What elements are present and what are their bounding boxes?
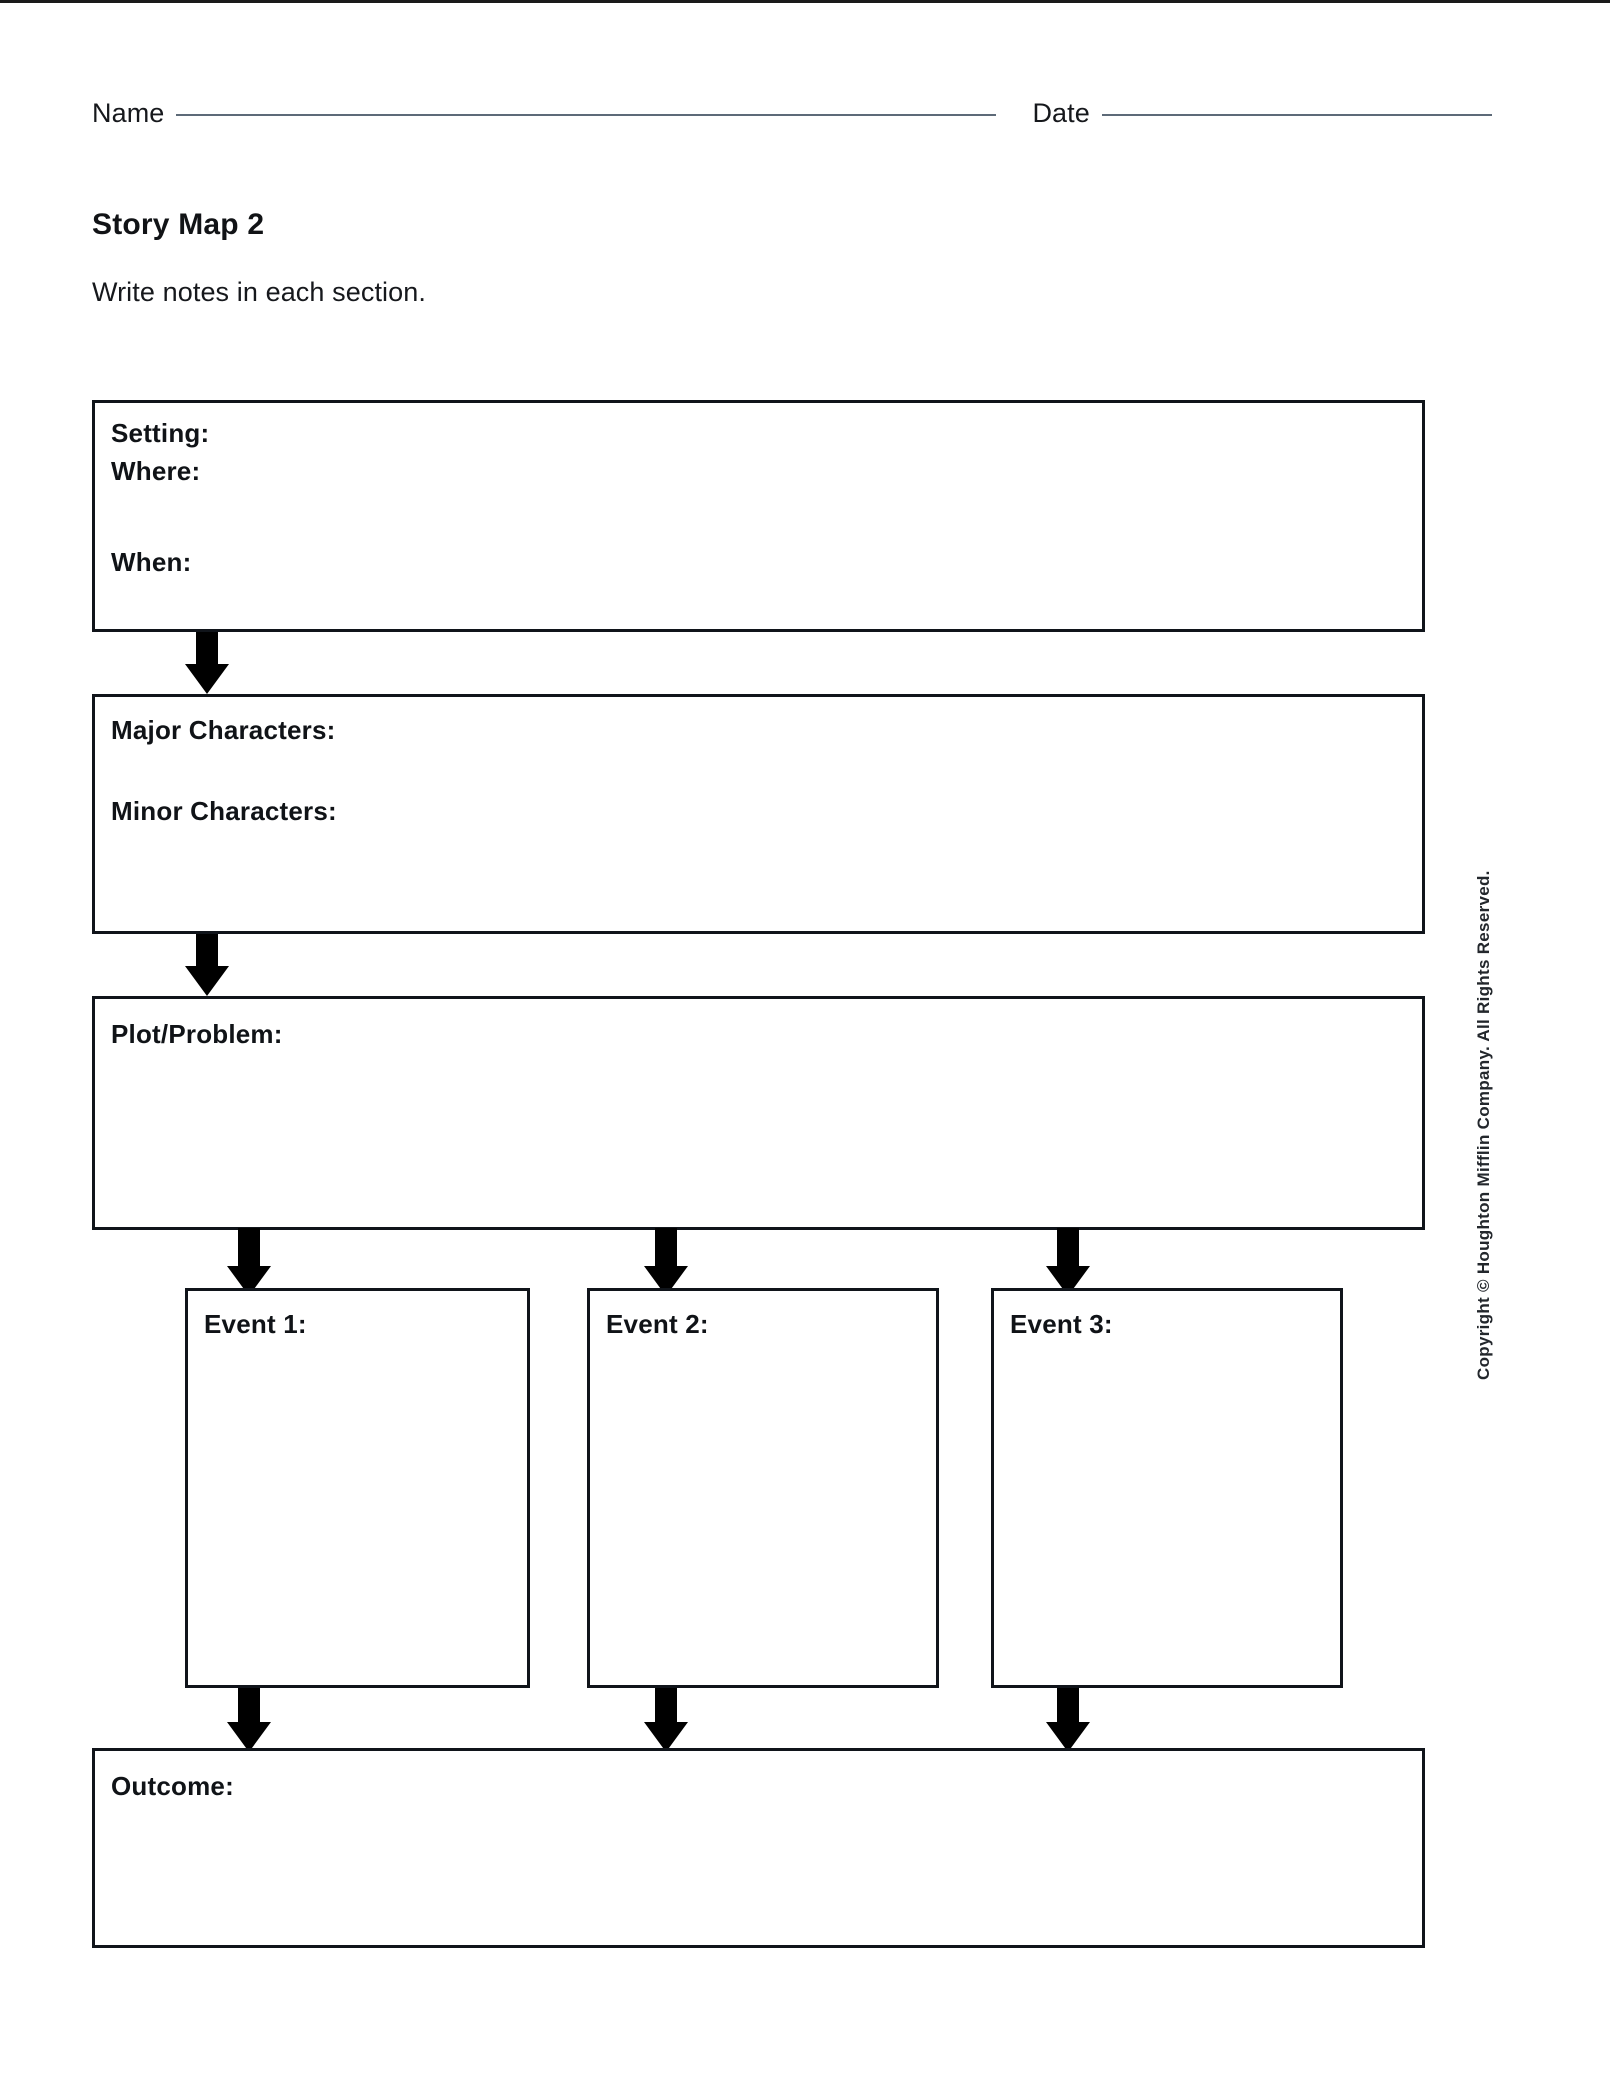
instruction-text: Write notes in each section. [92,277,426,307]
plot-problem-label: Plot/Problem: [111,1019,283,1049]
plot-problem-box[interactable]: Plot/Problem: [92,996,1425,1230]
outcome-label: Outcome: [111,1771,234,1801]
setting-when-label: When: [111,547,192,577]
minor-characters-label: Minor Characters: [111,796,337,826]
arrow-plot-to-event-2 [644,1228,688,1296]
event-2-box[interactable]: Event 2: [587,1288,939,1688]
arrow-event-1-to-outcome [227,1688,271,1752]
date-input-line[interactable] [1101,114,1492,116]
page-title: Story Map 2 [92,208,265,241]
event-1-label: Event 1: [204,1309,307,1339]
page-top-rule [0,0,1610,3]
arrow-characters-to-plot [185,934,229,996]
arrow-event-2-to-outcome [644,1688,688,1752]
arrow-plot-to-event-3 [1046,1228,1090,1296]
arrow-event-3-to-outcome [1046,1688,1090,1752]
setting-label: Setting: [111,418,210,448]
arrow-setting-to-characters [185,632,229,694]
date-label: Date [1032,98,1090,128]
setting-where-label: Where: [111,456,201,486]
event-3-box[interactable]: Event 3: [991,1288,1343,1688]
characters-box[interactable]: Major Characters: Minor Characters: [92,694,1425,934]
outcome-box[interactable]: Outcome: [92,1748,1425,1948]
setting-box[interactable]: Setting: Where: When: [92,400,1425,632]
name-label: Name [92,98,165,128]
name-date-row: Name Date [92,98,1532,140]
event-1-box[interactable]: Event 1: [185,1288,530,1688]
copyright-notice: Copyright © Houghton Mifflin Company. Al… [1474,870,1493,1380]
arrow-plot-to-event-1 [227,1228,271,1296]
name-input-line[interactable] [176,114,997,116]
event-3-label: Event 3: [1010,1309,1113,1339]
major-characters-label: Major Characters: [111,715,336,745]
event-2-label: Event 2: [606,1309,709,1339]
